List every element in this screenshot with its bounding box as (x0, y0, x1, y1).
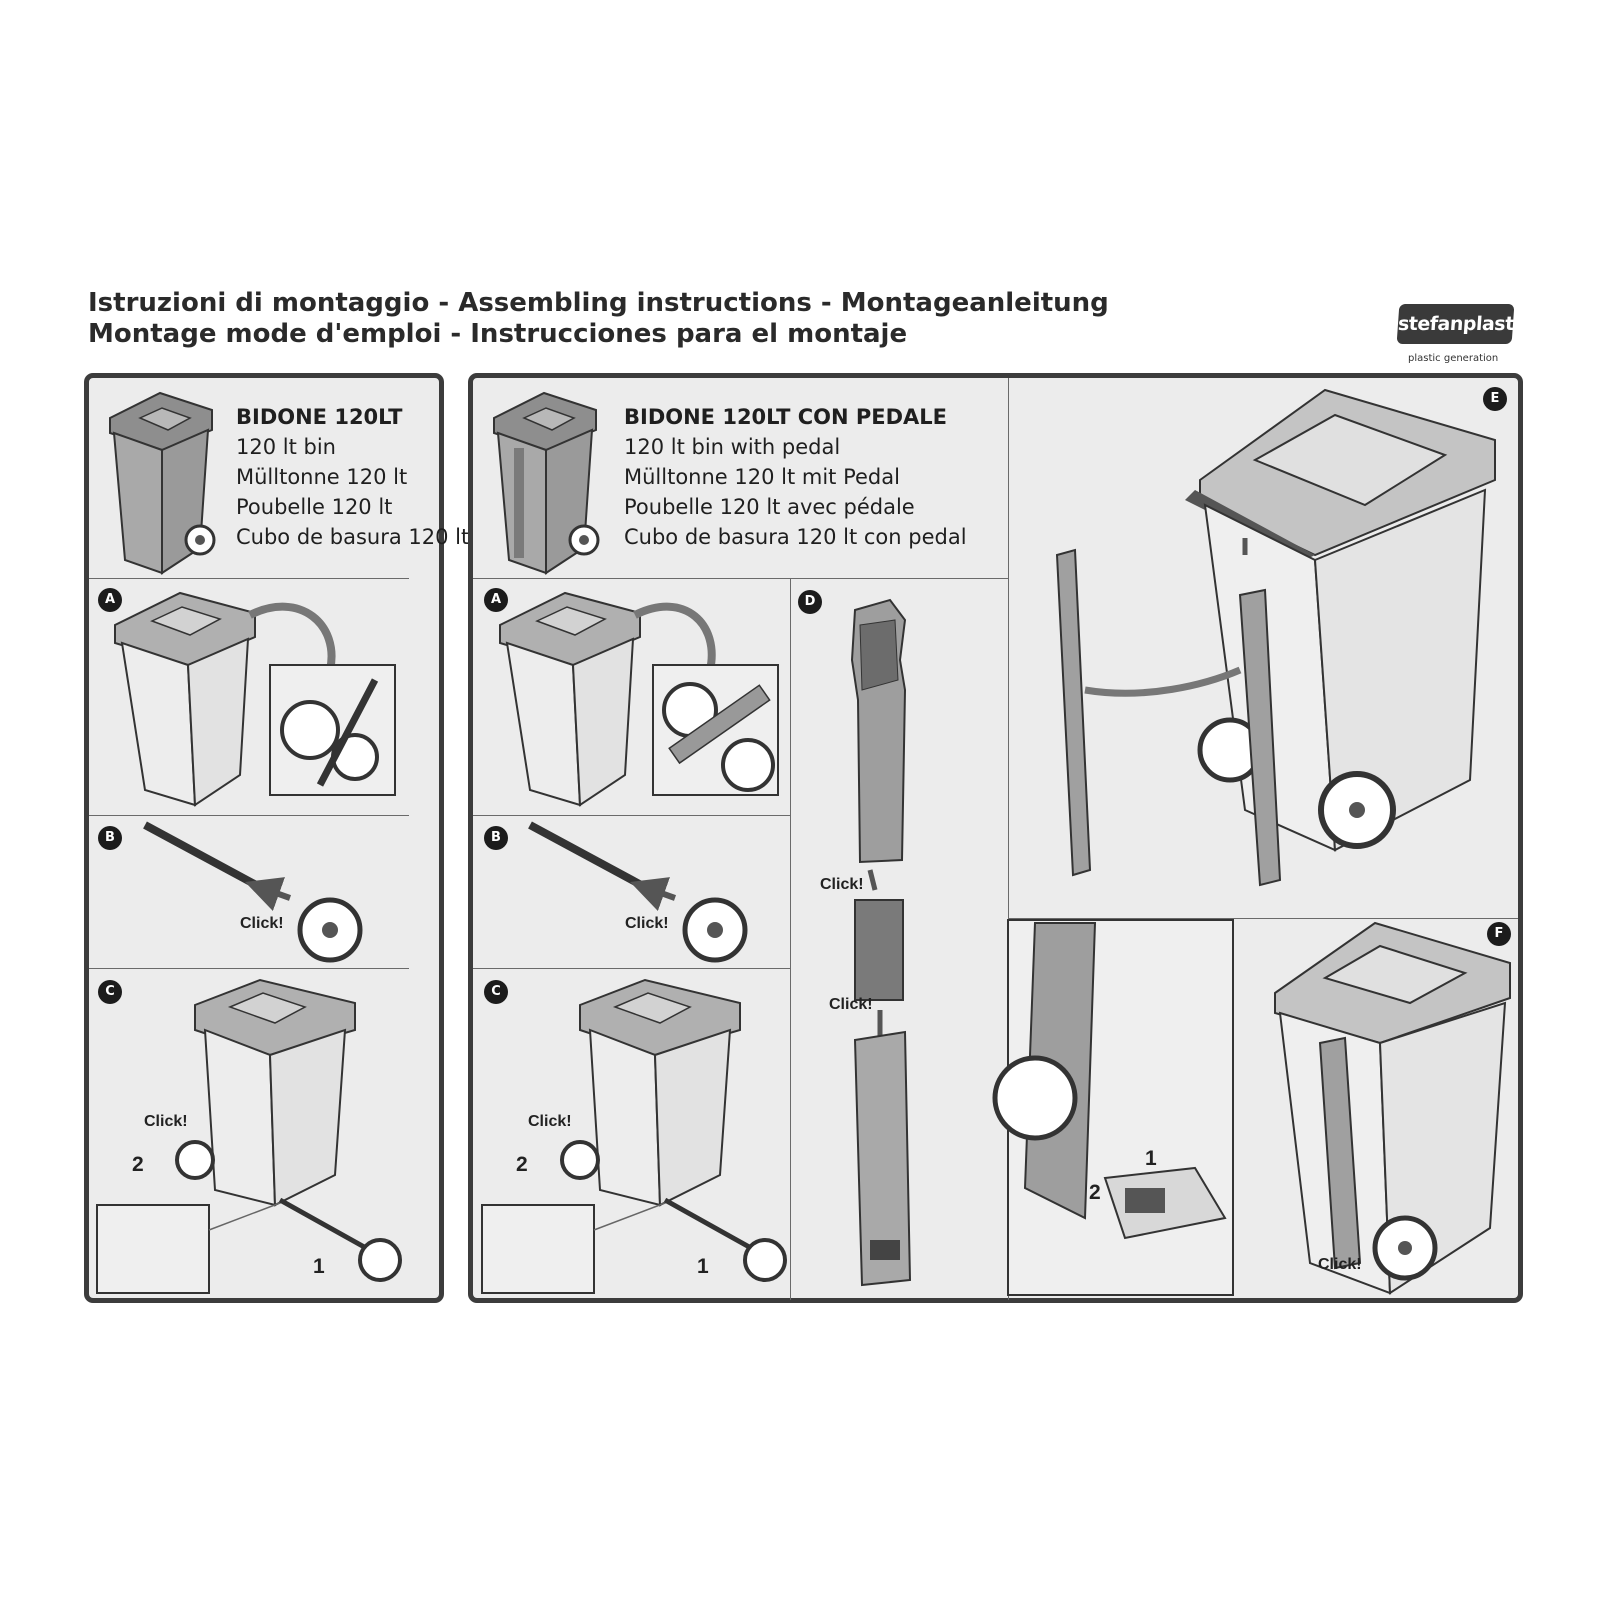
page-title: Istruzioni di montaggio - Assembling ins… (88, 288, 1109, 350)
num-f1: 1 (1145, 1147, 1157, 1170)
step-f-detail-illustration (992, 919, 1234, 1296)
click-label-d2: Click! (829, 996, 873, 1013)
step-c-badge-right: C (484, 980, 508, 1004)
step-b-badge-left: B (98, 826, 122, 850)
click-label-d1: Click! (820, 876, 864, 893)
right-heading-en: 120 lt bin with pedal (624, 435, 841, 459)
step-d-illustration (850, 598, 912, 1287)
right-heading-es: Cubo de basura 120 lt con pedal (624, 525, 967, 549)
title-line-1: Istruzioni di montaggio - Assembling ins… (88, 288, 1109, 318)
right-heading: BIDONE 120LT CON PEDALE 120 lt bin with … (624, 402, 967, 552)
right-heading-title: BIDONE 120LT CON PEDALE (624, 405, 948, 429)
step-a-badge-right: A (484, 588, 508, 612)
step-a-illustration-right (499, 591, 779, 807)
step-e-illustration (1055, 388, 1496, 887)
brand-tagline: plastic generation (1408, 353, 1499, 364)
right-heading-de: Mülltonne 120 lt mit Pedal (624, 465, 900, 489)
step-e-badge: E (1483, 387, 1507, 411)
title-line-2: Montage mode d'emploi - Instrucciones pa… (88, 319, 908, 349)
bin-thumbnail-left (109, 391, 216, 575)
brand-logo: stefanplast (1396, 304, 1514, 344)
left-heading-fr: Poubelle 120 lt (236, 495, 393, 519)
click-label-b-right: Click! (625, 915, 669, 932)
left-heading-de: Mülltonne 120 lt (236, 465, 408, 489)
left-heading-title: BIDONE 120LT (236, 405, 403, 429)
num-2-left: 2 (132, 1153, 144, 1176)
num-2-right: 2 (516, 1153, 528, 1176)
step-f-illustration (1274, 921, 1511, 1295)
bin-thumbnail-right (493, 391, 600, 575)
step-b-illustration-left (143, 821, 363, 963)
step-b-illustration-right (528, 821, 748, 963)
step-c-illustration-right (481, 978, 787, 1294)
left-heading: BIDONE 120LT 120 lt bin Mülltonne 120 lt… (236, 402, 469, 552)
step-b-badge-right: B (484, 826, 508, 850)
right-heading-fr: Poubelle 120 lt avec pédale (624, 495, 915, 519)
click-label-b-left: Click! (240, 915, 284, 932)
click-label-c-left: Click! (144, 1113, 188, 1130)
step-a-badge-left: A (98, 588, 122, 612)
num-f2: 2 (1089, 1181, 1101, 1204)
num-1-right: 1 (697, 1255, 709, 1278)
left-heading-en: 120 lt bin (236, 435, 336, 459)
step-c-illustration-left (96, 978, 402, 1294)
num-1-left: 1 (313, 1255, 325, 1278)
step-a-illustration-left (114, 591, 396, 807)
step-c-badge-left: C (98, 980, 122, 1004)
click-label-c-right: Click! (528, 1113, 572, 1130)
step-f-badge: F (1487, 922, 1511, 946)
step-d-badge: D (798, 590, 822, 614)
click-label-f: Click! (1318, 1256, 1362, 1273)
left-heading-es: Cubo de basura 120 lt (236, 525, 470, 549)
